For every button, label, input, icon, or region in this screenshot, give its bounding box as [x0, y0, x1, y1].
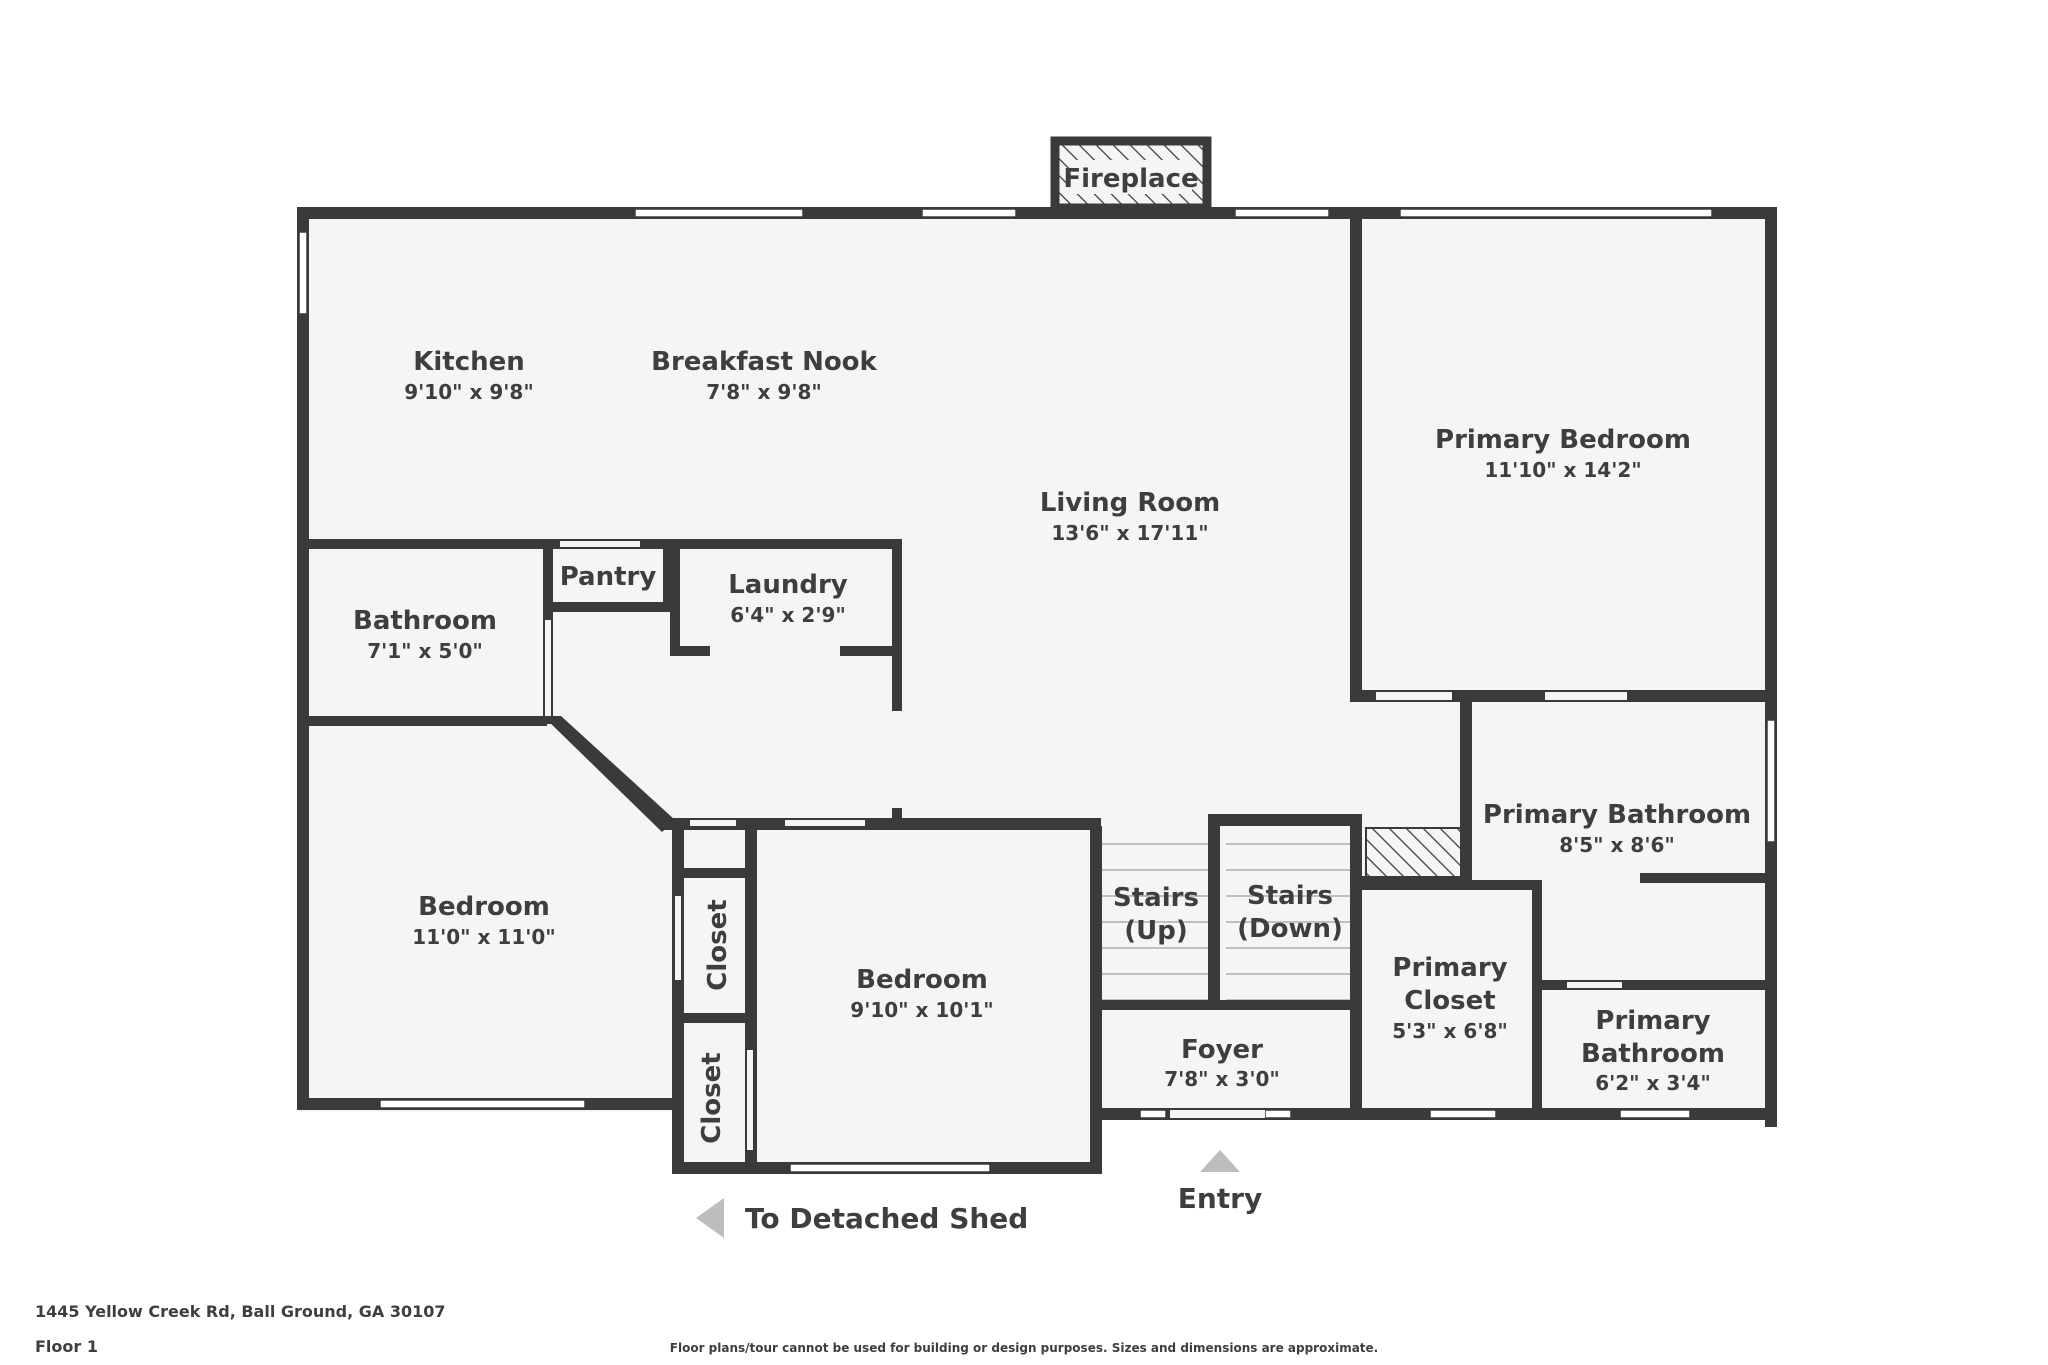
- shed-label: To Detached Shed: [745, 1202, 1028, 1235]
- stairs-down-label-line1: Stairs: [1247, 881, 1333, 911]
- bedroom-left-label: Bedroom: [418, 892, 550, 922]
- breakfast-nook-label: Breakfast Nook: [651, 347, 877, 377]
- stairs-up-label-line1: Stairs: [1113, 883, 1199, 913]
- floor-text: Floor 1: [35, 1337, 98, 1356]
- primary-bathroom-dim: 8'5" x 8'6": [1559, 833, 1675, 857]
- foyer-dim: 7'8" x 3'0": [1164, 1067, 1280, 1091]
- primary-bedroom-label: Primary Bedroom: [1435, 425, 1691, 455]
- bedroom-left-dim: 11'0" x 11'0": [412, 925, 555, 949]
- hatched-void: [1365, 827, 1471, 881]
- bathroom-dim: 7'1" x 5'0": [367, 639, 483, 663]
- address-text: 1445 Yellow Creek Rd, Ball Ground, GA 30…: [35, 1302, 446, 1321]
- windows: [298, 208, 1776, 1173]
- bathroom-label: Bathroom: [353, 606, 497, 636]
- pantry-label: Pantry: [560, 562, 657, 592]
- room-labels: Kitchen 9'10" x 9'8" Breakfast Nook 7'8"…: [353, 347, 1751, 1144]
- primary-bathroom-label: Primary Bathroom: [1483, 800, 1751, 830]
- kitchen-dim: 9'10" x 9'8": [404, 380, 534, 404]
- living-room-label: Living Room: [1040, 488, 1220, 518]
- closet-upper-label: Closet: [703, 899, 733, 990]
- door-openings: [545, 541, 1627, 1150]
- stairs-up-label-line2: (Up): [1124, 916, 1188, 946]
- living-room-dim: 13'6" x 17'11": [1051, 521, 1208, 545]
- fireplace: Fireplace: [1050, 136, 1212, 213]
- entry-arrow-icon: [1200, 1150, 1240, 1172]
- laundry-dim: 6'4" x 2'9": [730, 603, 846, 627]
- footer: 1445 Yellow Creek Rd, Ball Ground, GA 30…: [35, 1302, 1378, 1356]
- primary-bedroom-dim: 11'10" x 14'2": [1484, 458, 1641, 482]
- laundry-label: Laundry: [728, 570, 848, 600]
- primary-closet-dim: 5'3" x 6'8": [1392, 1019, 1508, 1043]
- shed-marker: To Detached Shed: [696, 1198, 1028, 1238]
- shed-arrow-icon: [696, 1198, 724, 1238]
- primary-closet-label-line2: Closet: [1404, 986, 1495, 1016]
- primary-bathroom-small-label-line1: Primary: [1595, 1006, 1710, 1036]
- closet-lower-label: Closet: [697, 1052, 727, 1143]
- kitchen-label: Kitchen: [413, 347, 525, 377]
- primary-closet-label-line1: Primary: [1392, 953, 1507, 983]
- breakfast-nook-dim: 7'8" x 9'8": [706, 380, 822, 404]
- fireplace-label: Fireplace: [1063, 164, 1198, 194]
- primary-bathroom-small-label-line2: Bathroom: [1581, 1039, 1725, 1069]
- entry-label: Entry: [1178, 1182, 1263, 1215]
- bedroom-center-label: Bedroom: [856, 965, 988, 995]
- bedroom-center-dim: 9'10" x 10'1": [850, 998, 993, 1022]
- stairs-down-label-line2: (Down): [1237, 914, 1343, 944]
- primary-bathroom-small-dim: 6'2" x 3'4": [1595, 1071, 1711, 1095]
- disclaimer-text: Floor plans/tour cannot be used for buil…: [670, 1341, 1378, 1355]
- foyer-label: Foyer: [1181, 1035, 1263, 1065]
- entry-marker: Entry: [1178, 1150, 1263, 1215]
